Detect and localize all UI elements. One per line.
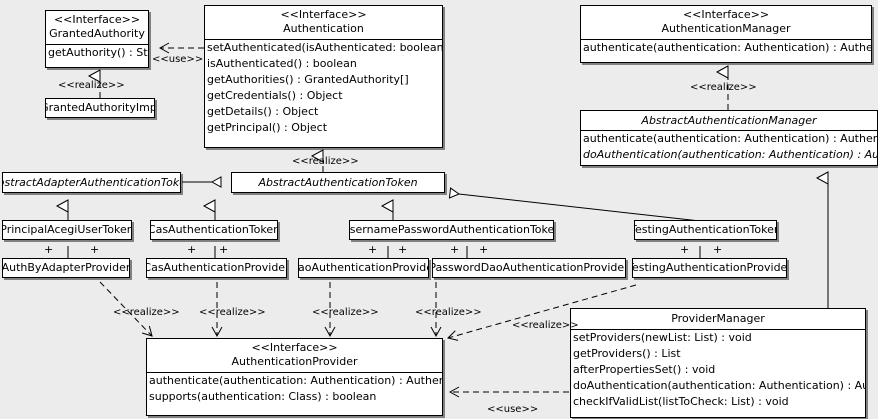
edge-testing-token-extends-abstract-authentication-token xyxy=(450,193,701,222)
assoc-end-plus: + xyxy=(90,243,100,256)
authentication-manager-operations: authenticate(authentication: Authenticat… xyxy=(581,39,871,56)
assoc-end-plus: + xyxy=(219,243,229,256)
class-box-authentication[interactable]: <<Interface>> Authentication setAuthenti… xyxy=(204,5,443,148)
edge-label-realize-password-dao-authentication-provider: <<realize>> xyxy=(415,307,482,318)
testing-authentication-token-name: TestingAuthenticationToken xyxy=(634,223,777,236)
assoc-end-plus: + xyxy=(450,243,460,256)
operation-get-principal: getPrincipal() : Object xyxy=(207,121,328,134)
assoc-end-plus: + xyxy=(187,243,197,256)
operation-get-authority: getAuthority() : String xyxy=(48,46,148,59)
cas-authentication-token-name: CasAuthenticationToken xyxy=(150,223,278,236)
operation-check-if-valid-list: checkIfValidList(listToCheck: List) : vo… xyxy=(573,395,789,408)
operation-set-providers: setProviders(newList: List) : void xyxy=(573,331,752,344)
authentication-header: <<Interface>> Authentication xyxy=(205,6,442,39)
authentication-manager-header: <<Interface>> AuthenticationManager xyxy=(581,6,871,39)
granted-authority-header: <<Interface>> GrantedAuthority xyxy=(46,11,148,44)
authentication-stereotype: <<Interface>> xyxy=(280,8,367,21)
assoc-end-plus: + xyxy=(680,243,690,256)
auth-by-adapter-provider-name: AuthByAdapterProvider xyxy=(2,261,130,274)
edge-label-realize-dao-authentication-provider: <<realize>> xyxy=(312,307,379,318)
operation-get-credentials: getCredentials() : Object xyxy=(207,89,343,102)
authentication-manager-name: AuthenticationManager xyxy=(661,22,791,35)
class-box-cas-authentication-token[interactable]: CasAuthenticationToken xyxy=(150,220,278,240)
authentication-provider-stereotype: <<Interface>> xyxy=(251,341,338,354)
provider-manager-header: ProviderManager xyxy=(571,309,865,329)
authentication-provider-name: AuthenticationProvider xyxy=(231,355,358,368)
class-box-cas-authentication-provider[interactable]: CasAuthenticationProvider xyxy=(146,258,287,278)
assoc-end-plus: + xyxy=(44,243,54,256)
edge-label-realize-auth-by-adapter-provider: <<realize>> xyxy=(113,307,180,318)
operation-set-authenticated: setAuthenticated(isAuthenticated: boolea… xyxy=(207,41,442,54)
class-box-provider-manager[interactable]: ProviderManager setProviders(newList: Li… xyxy=(570,308,866,418)
operation-supports: supports(authentication: Class) : boolea… xyxy=(149,390,377,403)
edge-label-use-authentication-granted-authority: <<use>> xyxy=(152,54,204,65)
abstract-authentication-manager-name: AbstractAuthenticationManager xyxy=(641,114,817,127)
granted-authority-stereotype: <<Interface>> xyxy=(53,13,141,26)
class-box-abstract-authentication-manager[interactable]: AbstractAuthenticationManager authentica… xyxy=(580,110,878,166)
operation-authenticate: authenticate(authentication: Authenticat… xyxy=(583,41,871,54)
operation-get-authorities: getAuthorities() : GrantedAuthority[] xyxy=(207,73,409,86)
granted-authority-impl-name: GrantedAuthorityImpl xyxy=(45,101,155,114)
provider-manager-operations: setProviders(newList: List) : void getPr… xyxy=(571,329,865,410)
principal-acegi-user-token-name: PrincipalAcegiUserToken xyxy=(2,223,132,236)
operation-authenticate: authenticate(authentication: Authenticat… xyxy=(149,374,442,387)
class-box-abstract-adapter-authentication-token[interactable]: AbstractAdapterAuthenticationToken xyxy=(2,172,181,193)
authentication-operations: setAuthenticated(isAuthenticated: boolea… xyxy=(205,39,442,136)
class-box-password-dao-authentication-provider[interactable]: PasswordDaoAuthenticationProvider xyxy=(432,258,626,278)
assoc-end-plus: + xyxy=(479,243,489,256)
password-dao-authentication-provider-name: PasswordDaoAuthenticationProvider xyxy=(432,261,626,274)
granted-authority-name: GrantedAuthority xyxy=(49,27,145,40)
edge-label-realize-abstract-authentication-manager: <<realize>> xyxy=(690,82,757,93)
class-box-granted-authority[interactable]: <<Interface>> GrantedAuthority getAuthor… xyxy=(45,10,149,68)
edge-label-realize-testing-authentication-provider: <<realize>> xyxy=(512,320,579,331)
assoc-end-plus: + xyxy=(713,243,723,256)
abstract-authentication-manager-operations: authenticate(authentication: Authenticat… xyxy=(581,130,877,163)
edge-label-realize-cas-authentication-provider: <<realize>> xyxy=(199,307,266,318)
provider-manager-name: ProviderManager xyxy=(671,312,765,325)
authentication-provider-header: <<Interface>> AuthenticationProvider xyxy=(147,339,442,372)
class-box-username-password-authentication-token[interactable]: UsernamePasswordAuthenticationToken xyxy=(349,220,554,240)
class-box-authentication-manager[interactable]: <<Interface>> AuthenticationManager auth… xyxy=(580,5,872,63)
abstract-adapter-authentication-token-name: AbstractAdapterAuthenticationToken xyxy=(3,175,180,189)
authentication-name: Authentication xyxy=(283,22,364,35)
authentication-provider-operations: authenticate(authentication: Authenticat… xyxy=(147,372,442,405)
class-box-auth-by-adapter-provider[interactable]: AuthByAdapterProvider xyxy=(2,258,130,278)
class-box-authentication-provider[interactable]: <<Interface>> AuthenticationProvider aut… xyxy=(146,338,443,416)
cas-authentication-provider-name: CasAuthenticationProvider xyxy=(146,261,287,274)
class-box-testing-authentication-token[interactable]: TestingAuthenticationToken xyxy=(634,220,777,240)
edge-label-use-provider-manager-authentication-provider: <<use>> xyxy=(487,404,539,415)
username-password-authentication-token-name: UsernamePasswordAuthenticationToken xyxy=(349,223,554,236)
testing-authentication-provider-name: TestingAuthenticationProvider xyxy=(632,261,787,274)
operation-do-authentication: doAuthentication(authentication: Authent… xyxy=(583,148,877,161)
class-box-granted-authority-impl[interactable]: GrantedAuthorityImpl xyxy=(45,98,155,118)
abstract-authentication-token-name: AbstractAuthenticationToken xyxy=(258,175,418,189)
edge-label-realize-granted-authority-impl: <<realize>> xyxy=(58,80,125,91)
dao-authentication-provider-name: DaoAuthenticationProvider xyxy=(298,261,428,274)
operation-after-properties-set: afterPropertiesSet() : void xyxy=(573,363,716,376)
operation-is-authenticated: isAuthenticated() : boolean xyxy=(207,57,357,70)
edge-label-realize-abstract-authentication-token: <<realize>> xyxy=(292,156,359,167)
assoc-end-plus: + xyxy=(398,243,408,256)
granted-authority-operations: getAuthority() : String xyxy=(46,44,148,61)
class-box-abstract-authentication-token[interactable]: AbstractAuthenticationToken xyxy=(231,172,445,193)
operation-authenticate: authenticate(authentication: Authenticat… xyxy=(583,132,877,145)
class-box-testing-authentication-provider[interactable]: TestingAuthenticationProvider xyxy=(632,258,787,278)
operation-do-authentication: doAuthentication(authentication: Authent… xyxy=(573,379,865,392)
authentication-manager-stereotype: <<Interface>> xyxy=(682,8,770,21)
operation-get-details: getDetails() : Object xyxy=(207,105,319,118)
class-box-principal-acegi-user-token[interactable]: PrincipalAcegiUserToken xyxy=(2,220,132,240)
class-box-dao-authentication-provider[interactable]: DaoAuthenticationProvider xyxy=(298,258,429,278)
assoc-end-plus: + xyxy=(368,243,378,256)
abstract-authentication-manager-header: AbstractAuthenticationManager xyxy=(581,111,877,130)
operation-get-providers: getProviders() : List xyxy=(573,347,681,360)
